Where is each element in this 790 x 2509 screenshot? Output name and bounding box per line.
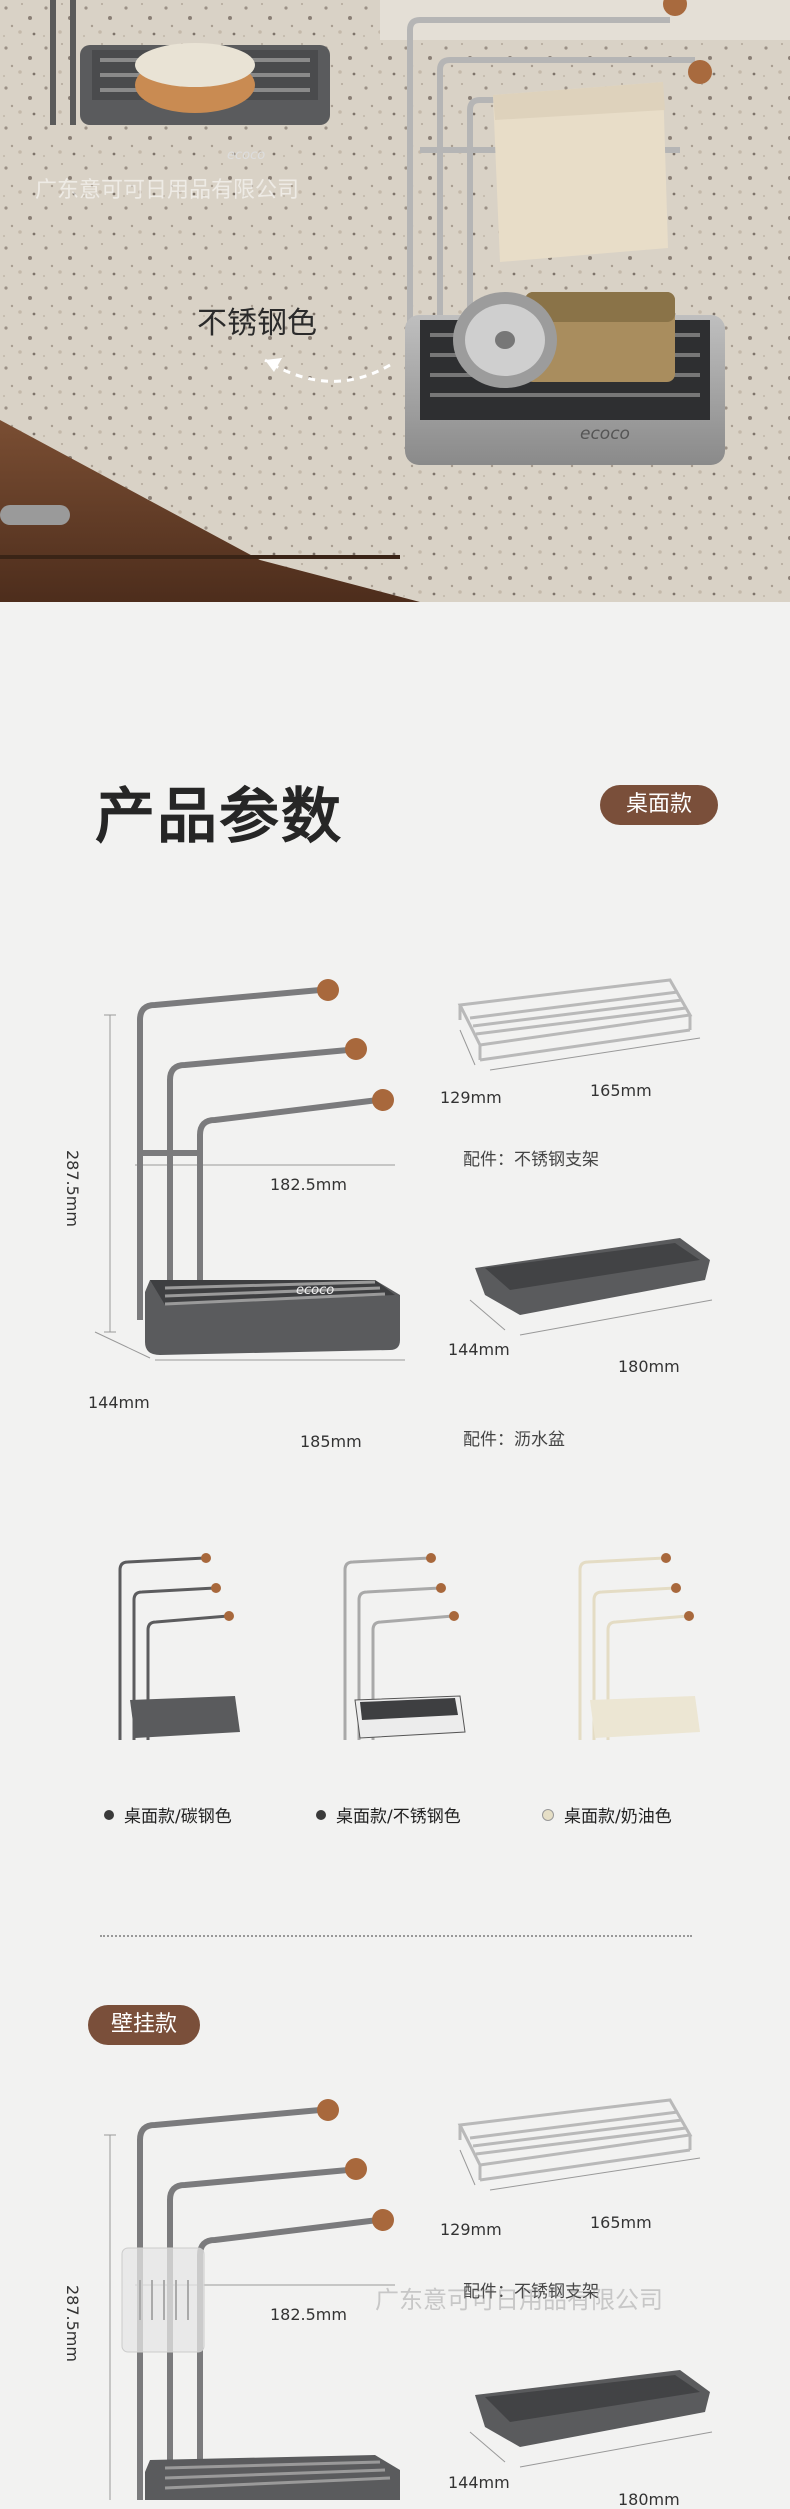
variant-steel: 桌面款/不锈钢色 — [316, 1802, 461, 1827]
swatch-dot-icon — [542, 1808, 554, 1821]
variant-carbon: 桌面款/碳钢色 — [104, 1802, 232, 1827]
diagram-brand-logo: ecoco — [296, 1283, 335, 1298]
watermark: 广东意可可日用品有限公司 — [35, 178, 300, 203]
depth-dim: 144mm — [88, 1393, 150, 1412]
desktop-rack-diagram — [94, 978, 713, 1361]
wall-rack-diagram — [104, 2098, 713, 2500]
tray-brand-logo: ecoco — [580, 424, 630, 444]
desktop-tag: 桌面款 — [600, 785, 718, 825]
variant-carbon-image — [118, 1553, 240, 1740]
variant-label: 桌面款/奶油色 — [564, 1807, 672, 1827]
variant-cream-image — [578, 1553, 700, 1740]
variant-steel-image — [343, 1553, 466, 1740]
tray-depth-dim: 144mm — [448, 1340, 510, 1359]
color-label: 不锈钢色 — [197, 306, 317, 341]
page-title: 产品参数 — [95, 782, 343, 852]
section-divider — [100, 1935, 692, 1937]
wall-tag: 壁挂款 — [88, 2005, 200, 2045]
swatch-dot-icon — [104, 1809, 114, 1820]
wall-rack-caption: 配件：不锈钢支架 — [463, 2282, 599, 2302]
variant-cream: 桌面款/奶油色 — [542, 1802, 672, 1827]
variant-label: 桌面款/碳钢色 — [124, 1807, 232, 1827]
height-dim: 287.5mm — [63, 1150, 82, 1227]
wall-rack-depth-dim: 129mm — [440, 2220, 502, 2239]
width-dim: 185mm — [300, 1432, 362, 1451]
wall-tray-depth-dim: 144mm — [448, 2473, 510, 2492]
wall-rod-width-dim: 182.5mm — [270, 2305, 347, 2324]
rack-caption: 配件：不锈钢支架 — [463, 1150, 599, 1170]
hero-photo: 广东意可可日用品有限公司 不锈钢色 ecoco ecoco — [0, 0, 790, 602]
left-tray-brand-logo: ecoco — [227, 148, 266, 163]
variant-thumbnails — [118, 1553, 700, 1740]
tray-caption: 配件：沥水盆 — [463, 1430, 565, 1450]
tray-width-dim: 180mm — [618, 1357, 680, 1376]
variant-label: 桌面款/不锈钢色 — [336, 1807, 461, 1827]
wall-height-dim: 287.5mm — [63, 2285, 82, 2362]
rack-width-dim: 165mm — [590, 1081, 652, 1100]
rack-depth-dim: 129mm — [440, 1088, 502, 1107]
hero-illustration — [0, 0, 790, 602]
swatch-dot-icon — [316, 1809, 326, 1820]
rod-width-dim: 182.5mm — [270, 1175, 347, 1194]
watermark: 广东意可可日用品有限公司 — [375, 2286, 663, 2314]
wall-rack-width-dim: 165mm — [590, 2213, 652, 2232]
